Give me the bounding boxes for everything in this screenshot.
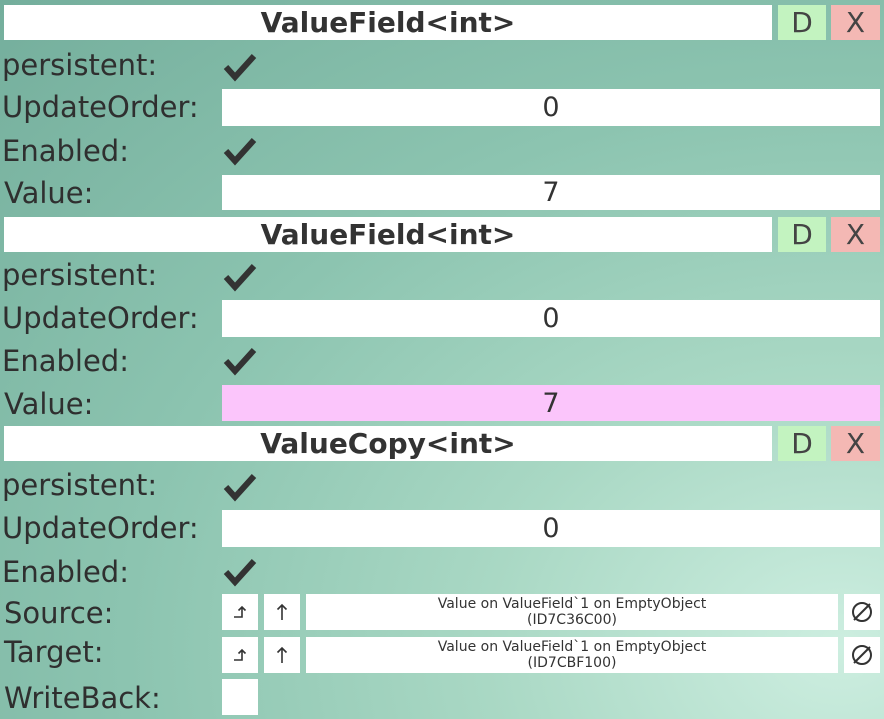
enabled-checkbox[interactable] xyxy=(222,133,258,169)
target-up-button[interactable] xyxy=(264,637,300,673)
updateorder-value: 0 xyxy=(542,92,560,123)
updateorder-value: 0 xyxy=(542,513,560,544)
remove-label: X xyxy=(845,218,866,251)
persistent-checkbox[interactable] xyxy=(222,469,258,505)
component-title: ValueField<int> xyxy=(260,6,516,39)
checkmark-icon xyxy=(223,558,257,587)
persistent-label: persistent: xyxy=(2,258,158,292)
duplicate-button[interactable]: D xyxy=(778,426,826,461)
target-jump-button[interactable] xyxy=(222,637,258,673)
updateorder-field[interactable]: 0 xyxy=(222,300,880,337)
value-text: 7 xyxy=(542,177,560,208)
checkmark-icon xyxy=(223,347,257,376)
persistent-label: persistent: xyxy=(2,48,158,82)
persistent-checkbox[interactable] xyxy=(222,49,258,85)
jump-to-icon xyxy=(234,605,247,618)
checkmark-icon xyxy=(223,137,257,166)
target-reference-line1: Value on ValueField`1 on EmptyObject xyxy=(437,639,707,655)
jump-to-icon xyxy=(234,648,247,661)
duplicate-label: D xyxy=(791,6,813,39)
component-title: ValueField<int> xyxy=(260,218,516,251)
component-header[interactable]: ValueField<int> xyxy=(4,5,772,40)
source-reference-line1: Value on ValueField`1 on EmptyObject xyxy=(437,596,707,612)
checkmark-icon xyxy=(223,53,257,82)
enabled-label: Enabled: xyxy=(2,134,129,168)
duplicate-button[interactable]: D xyxy=(778,5,826,40)
enabled-checkbox[interactable] xyxy=(222,554,258,590)
updateorder-label: UpdateOrder: xyxy=(2,511,199,545)
duplicate-label: D xyxy=(791,218,813,251)
up-arrow-icon xyxy=(276,603,288,620)
source-jump-button[interactable] xyxy=(222,594,258,630)
persistent-label: persistent: xyxy=(2,468,158,502)
source-reference-line2: (ID7C36C00) xyxy=(527,612,617,628)
remove-button[interactable]: X xyxy=(831,217,880,252)
writeback-checkbox[interactable] xyxy=(222,679,258,715)
duplicate-button[interactable]: D xyxy=(778,217,826,252)
up-arrow-icon xyxy=(276,646,288,663)
target-null-button[interactable] xyxy=(844,637,880,673)
target-reference-line2: (ID7CBF100) xyxy=(527,655,617,671)
null-icon xyxy=(852,602,872,622)
source-label: Source: xyxy=(4,596,114,630)
updateorder-field[interactable]: 0 xyxy=(222,89,880,126)
enabled-label: Enabled: xyxy=(2,344,129,378)
remove-button[interactable]: X xyxy=(831,5,880,40)
enabled-checkbox[interactable] xyxy=(222,343,258,379)
value-label: Value: xyxy=(4,176,94,210)
value-field[interactable]: 7 xyxy=(222,385,880,421)
updateorder-value: 0 xyxy=(542,303,560,334)
component-title: ValueCopy<int> xyxy=(260,427,516,460)
persistent-checkbox[interactable] xyxy=(222,259,258,295)
source-up-button[interactable] xyxy=(264,594,300,630)
remove-label: X xyxy=(845,6,866,39)
checkmark-icon xyxy=(223,473,257,502)
enabled-label: Enabled: xyxy=(2,555,129,589)
updateorder-field[interactable]: 0 xyxy=(222,510,880,547)
target-reference-field[interactable]: Value on ValueField`1 on EmptyObject (ID… xyxy=(306,637,838,673)
writeback-label: WriteBack: xyxy=(4,681,161,715)
remove-label: X xyxy=(845,427,866,460)
value-label: Value: xyxy=(4,387,94,421)
duplicate-label: D xyxy=(791,427,813,460)
updateorder-label: UpdateOrder: xyxy=(2,90,199,124)
null-icon xyxy=(852,645,872,665)
remove-button[interactable]: X xyxy=(831,426,880,461)
component-header[interactable]: ValueCopy<int> xyxy=(4,426,772,461)
value-field[interactable]: 7 xyxy=(222,175,880,210)
component-header[interactable]: ValueField<int> xyxy=(4,217,772,252)
source-null-button[interactable] xyxy=(844,594,880,630)
checkmark-icon xyxy=(223,263,257,292)
updateorder-label: UpdateOrder: xyxy=(2,301,199,335)
value-text: 7 xyxy=(542,387,560,419)
source-reference-field[interactable]: Value on ValueField`1 on EmptyObject (ID… xyxy=(306,594,838,630)
target-label: Target: xyxy=(4,635,104,669)
